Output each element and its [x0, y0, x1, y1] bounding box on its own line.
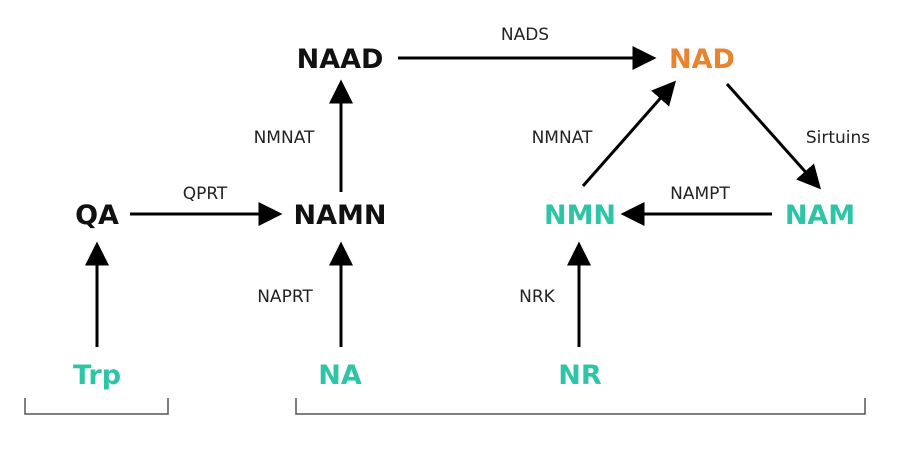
node-nmn: NMN	[544, 200, 616, 231]
node-nr: NR	[558, 360, 602, 391]
enzyme-label-nampt: NAMPT	[670, 184, 730, 204]
node-naad: NAAD	[297, 44, 384, 75]
enzyme-label-qprt: QPRT	[183, 184, 228, 204]
enzyme-label-sirtuins: Sirtuins	[806, 128, 870, 148]
enzyme-label-nrk: NRK	[519, 287, 556, 307]
node-nam: NAM	[785, 200, 855, 231]
bracket-trp-group	[24, 398, 169, 415]
enzyme-label-nmnat-right: NMNAT	[532, 128, 593, 148]
node-na: NA	[318, 360, 362, 391]
enzyme-label-naprt: NAPRT	[257, 287, 313, 307]
node-qa: QA	[75, 200, 119, 231]
node-nad: NAD	[669, 44, 735, 75]
arrow-nad-to-nam	[725, 83, 821, 190]
arrow-nmn-to-nad	[581, 80, 676, 187]
bracket-salvage-group	[295, 398, 866, 415]
enzyme-label-nmnat-left: NMNAT	[254, 128, 315, 148]
node-trp: Trp	[73, 360, 121, 391]
enzyme-label-nads: NADS	[501, 25, 549, 45]
node-namn: NAMN	[294, 200, 387, 231]
